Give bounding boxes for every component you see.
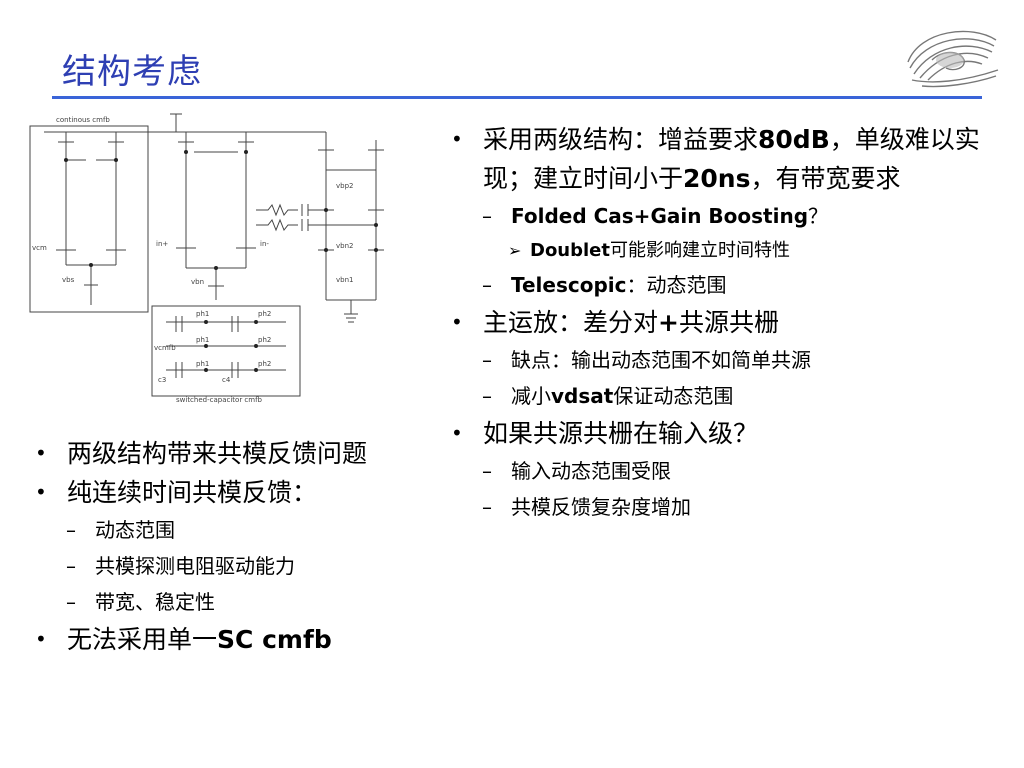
item-text: 采用两级结构：增益要求	[483, 125, 759, 154]
item-text: 主运放：差分对	[483, 308, 659, 337]
item-text: 保证动态范围	[613, 384, 734, 408]
list-subitem: – Folded Cas+Gain Boosting？	[478, 198, 1000, 234]
dash-icon: –	[66, 518, 76, 542]
vcm-label: vcm	[32, 244, 47, 252]
list-item: • 主运放：差分对+共源共栅	[440, 303, 1000, 342]
dash-icon: –	[482, 348, 492, 372]
item-text: 共模探测电阻驱动能力	[95, 554, 295, 578]
list-subitem: – 缺点：输出动态范围不如简单共源	[478, 342, 1000, 378]
item-text: 纯连续时间共模反馈：	[67, 478, 318, 507]
dash-icon: –	[482, 273, 492, 297]
in-minus-label: in-	[260, 240, 269, 248]
item-text: 缺点：输出动态范围不如简单共源	[511, 348, 811, 372]
dash-icon: –	[66, 554, 76, 578]
item-text: 两级结构带来共模反馈问题	[67, 439, 368, 468]
list-subitem: – Telescopic：动态范围	[478, 267, 1000, 303]
dash-icon: –	[482, 459, 492, 483]
in-plus-label: in+	[156, 240, 168, 248]
dash-icon: –	[66, 590, 76, 614]
dash-icon: –	[482, 204, 492, 228]
vbn-label: vbn	[191, 278, 204, 286]
item-text: ：动态范围	[626, 273, 727, 297]
item-text: 无法采用单一	[67, 625, 218, 654]
arrow-bullet-icon: ➢	[508, 241, 522, 260]
item-text: ，单级难以实现；建立时间小于	[483, 125, 980, 193]
ph2-label-2: ph2	[258, 336, 271, 344]
c4-label: c4	[222, 376, 231, 384]
item-text-bold: +	[658, 308, 679, 337]
item-text: 动态范围	[95, 518, 175, 542]
item-text: 带宽、稳定性	[95, 590, 215, 614]
list-subitem: – 输入动态范围受限	[478, 453, 1000, 489]
item-text: 可能影响建立时间特性	[610, 240, 790, 261]
bullet-icon: •	[451, 127, 463, 151]
switched-capacitor-box	[151, 305, 301, 397]
list-subitem: – 动态范围	[62, 512, 424, 548]
item-text-bold: Folded Cas+Gain Boosting	[511, 204, 809, 228]
list-item: • 如果共源共栅在输入级？	[440, 414, 1000, 453]
item-text: ？	[808, 204, 829, 228]
ph1-label-3: ph1	[196, 360, 209, 368]
list-item: • 两级结构带来共模反馈问题	[24, 434, 424, 473]
vcmfb-label: vcmfb	[154, 344, 176, 352]
list-item: • 无法采用单一SC cmfb	[24, 620, 424, 659]
list-subitem: – 共模探测电阻驱动能力	[62, 548, 424, 584]
list-subitem: – 共模反馈复杂度增加	[478, 489, 1000, 525]
item-text: 如果共源共栅在输入级？	[483, 419, 759, 448]
bullet-icon: •	[35, 441, 47, 465]
dash-icon: –	[482, 495, 492, 519]
continuous-cmfb-box	[29, 125, 149, 313]
vbs-label: vbs	[62, 276, 75, 284]
item-text-bold: vdsat	[551, 384, 614, 408]
c3-label: c3	[158, 376, 166, 384]
item-text-bold: 20ns	[683, 164, 751, 193]
item-text-bold: Telescopic	[511, 273, 627, 297]
item-text: 共模反馈复杂度增加	[511, 495, 691, 519]
list-subsubitem: ➢ Doublet可能影响建立时间特性	[508, 234, 1000, 267]
item-text-bold: Doublet	[530, 240, 610, 261]
slide-title: 结构考虑	[62, 52, 202, 92]
item-text-bold: 80dB	[758, 125, 830, 154]
title-divider	[52, 96, 982, 99]
item-text: 共源共栅	[678, 308, 779, 337]
vbn2-label: vbn2	[336, 242, 353, 250]
item-text: 减小	[511, 384, 551, 408]
ph1-label-1: ph1	[196, 310, 209, 318]
vbn1-label: vbn1	[336, 276, 353, 284]
bullet-icon: •	[35, 480, 47, 504]
item-text: ，有带宽要求	[750, 164, 901, 193]
logo-icon	[907, 30, 999, 88]
vbp2-label: vbp2	[336, 182, 353, 190]
ph1-label-2: ph1	[196, 336, 209, 344]
dash-icon: –	[482, 384, 492, 408]
item-text: 输入动态范围受限	[511, 459, 671, 483]
bullet-icon: •	[451, 310, 463, 334]
item-text-bold: SC cmfb	[217, 625, 332, 654]
list-item: • 采用两级结构：增益要求80dB，单级难以实现；建立时间小于20ns，有带宽要…	[440, 120, 1000, 198]
list-subitem: – 带宽、稳定性	[62, 584, 424, 620]
bullet-icon: •	[451, 421, 463, 445]
circuit-schematic: continous cmfb switched-capacitor cmfb v…	[29, 113, 384, 404]
right-bullet-list: • 采用两级结构：增益要求80dB，单级难以实现；建立时间小于20ns，有带宽要…	[440, 120, 1000, 525]
list-subitem: – 减小vdsat保证动态范围	[478, 378, 1000, 414]
ph2-label-3: ph2	[258, 360, 271, 368]
list-item: • 纯连续时间共模反馈：	[24, 473, 424, 512]
left-bullet-list: • 两级结构带来共模反馈问题 • 纯连续时间共模反馈： – 动态范围 – 共模探…	[24, 434, 424, 659]
switched-capacitor-label: switched-capacitor cmfb	[176, 396, 263, 404]
ph2-label-1: ph2	[258, 310, 271, 318]
bullet-icon: •	[35, 627, 47, 651]
continuous-cmfb-label: continous cmfb	[56, 116, 110, 124]
